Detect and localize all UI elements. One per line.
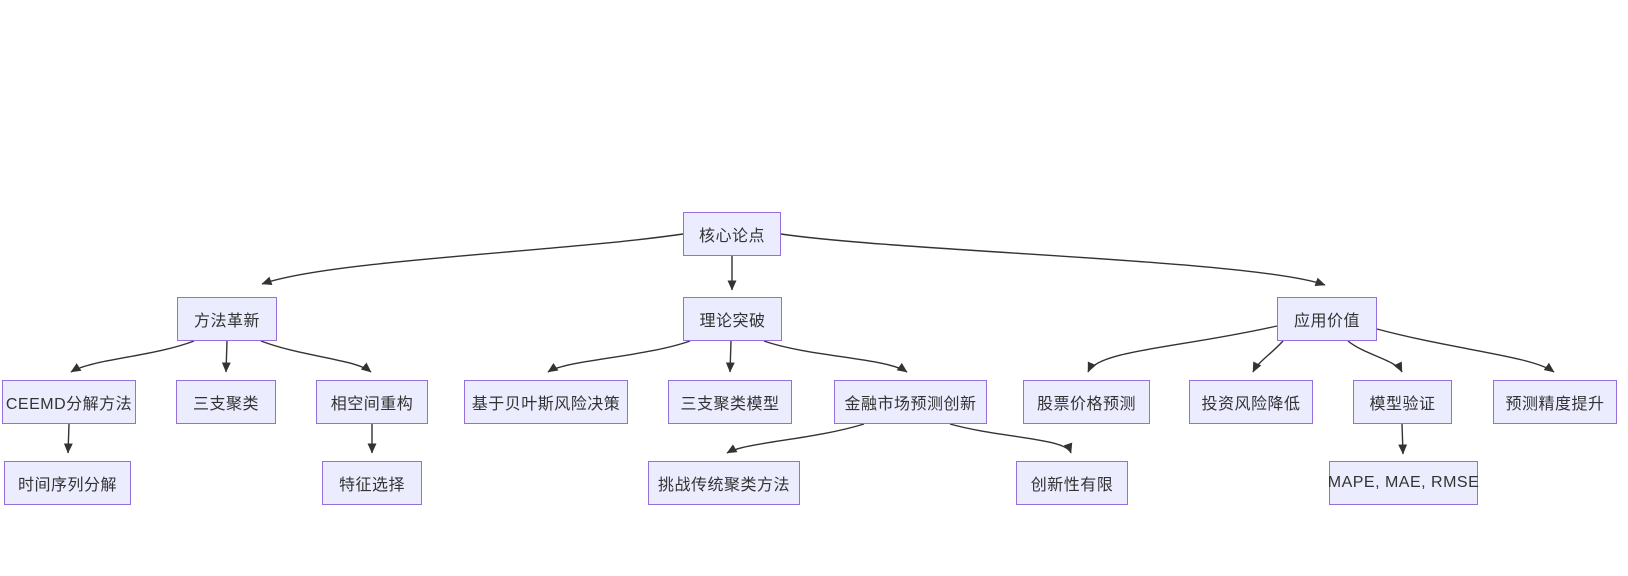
node-three-way-clustering: 三支聚类 xyxy=(176,380,276,424)
node-time-series-decomposition: 时间序列分解 xyxy=(4,461,131,505)
node-investment-risk-reduction: 投资风险降低 xyxy=(1189,380,1313,424)
edge-application-value-to-risk-reduction xyxy=(1252,340,1284,373)
edge-method-innovation-to-phase-space xyxy=(260,340,372,373)
node-feature-selection: 特征选择 xyxy=(322,461,422,505)
edge-ceemd-to-time-series-decomposition xyxy=(63,423,73,454)
edge-core-thesis-to-application-value xyxy=(780,233,1326,287)
node-ceemd-decomposition: CEEMD分解方法 xyxy=(2,380,136,424)
edge-application-value-to-model-validation xyxy=(1347,340,1403,373)
edge-application-value-to-accuracy-improvement xyxy=(1376,328,1555,373)
edge-method-innovation-to-three-way-clustering xyxy=(221,340,231,373)
node-bayesian-risk-decision: 基于贝叶斯风险决策 xyxy=(464,380,628,424)
node-evaluation-metrics: MAPE, MAE, RMSE xyxy=(1328,461,1479,505)
node-core-thesis: 核心论点 xyxy=(683,212,781,256)
node-challenge-traditional-clustering: 挑战传统聚类方法 xyxy=(648,461,800,505)
node-phase-space-reconstruction: 相空间重构 xyxy=(316,380,428,424)
edge-model-validation-to-metrics xyxy=(1398,423,1408,455)
node-model-validation: 模型验证 xyxy=(1353,380,1452,424)
node-financial-market-forecast-innovation: 金融市场预测创新 xyxy=(834,380,987,424)
edge-theory-breakthrough-to-bayesian-risk xyxy=(547,340,691,373)
edge-theory-breakthrough-to-financial-innovation xyxy=(763,340,908,373)
node-forecast-accuracy-improvement: 预测精度提升 xyxy=(1493,380,1617,424)
edge-financial-innovation-to-limited-novelty xyxy=(949,423,1073,454)
node-limited-novelty: 创新性有限 xyxy=(1016,461,1128,505)
node-method-innovation: 方法革新 xyxy=(177,297,277,341)
node-three-way-clustering-model: 三支聚类模型 xyxy=(668,380,792,424)
node-theory-breakthrough: 理论突破 xyxy=(683,297,782,341)
node-stock-price-prediction: 股票价格预测 xyxy=(1023,380,1150,424)
edge-core-thesis-to-method-innovation xyxy=(261,233,684,286)
edge-method-innovation-to-ceemd xyxy=(70,340,195,373)
edge-financial-innovation-to-challenge-clustering xyxy=(726,423,865,454)
node-application-value: 应用价值 xyxy=(1277,297,1377,341)
edge-application-value-to-stock-prediction xyxy=(1087,325,1278,373)
edge-theory-breakthrough-to-three-way-model xyxy=(725,340,735,373)
